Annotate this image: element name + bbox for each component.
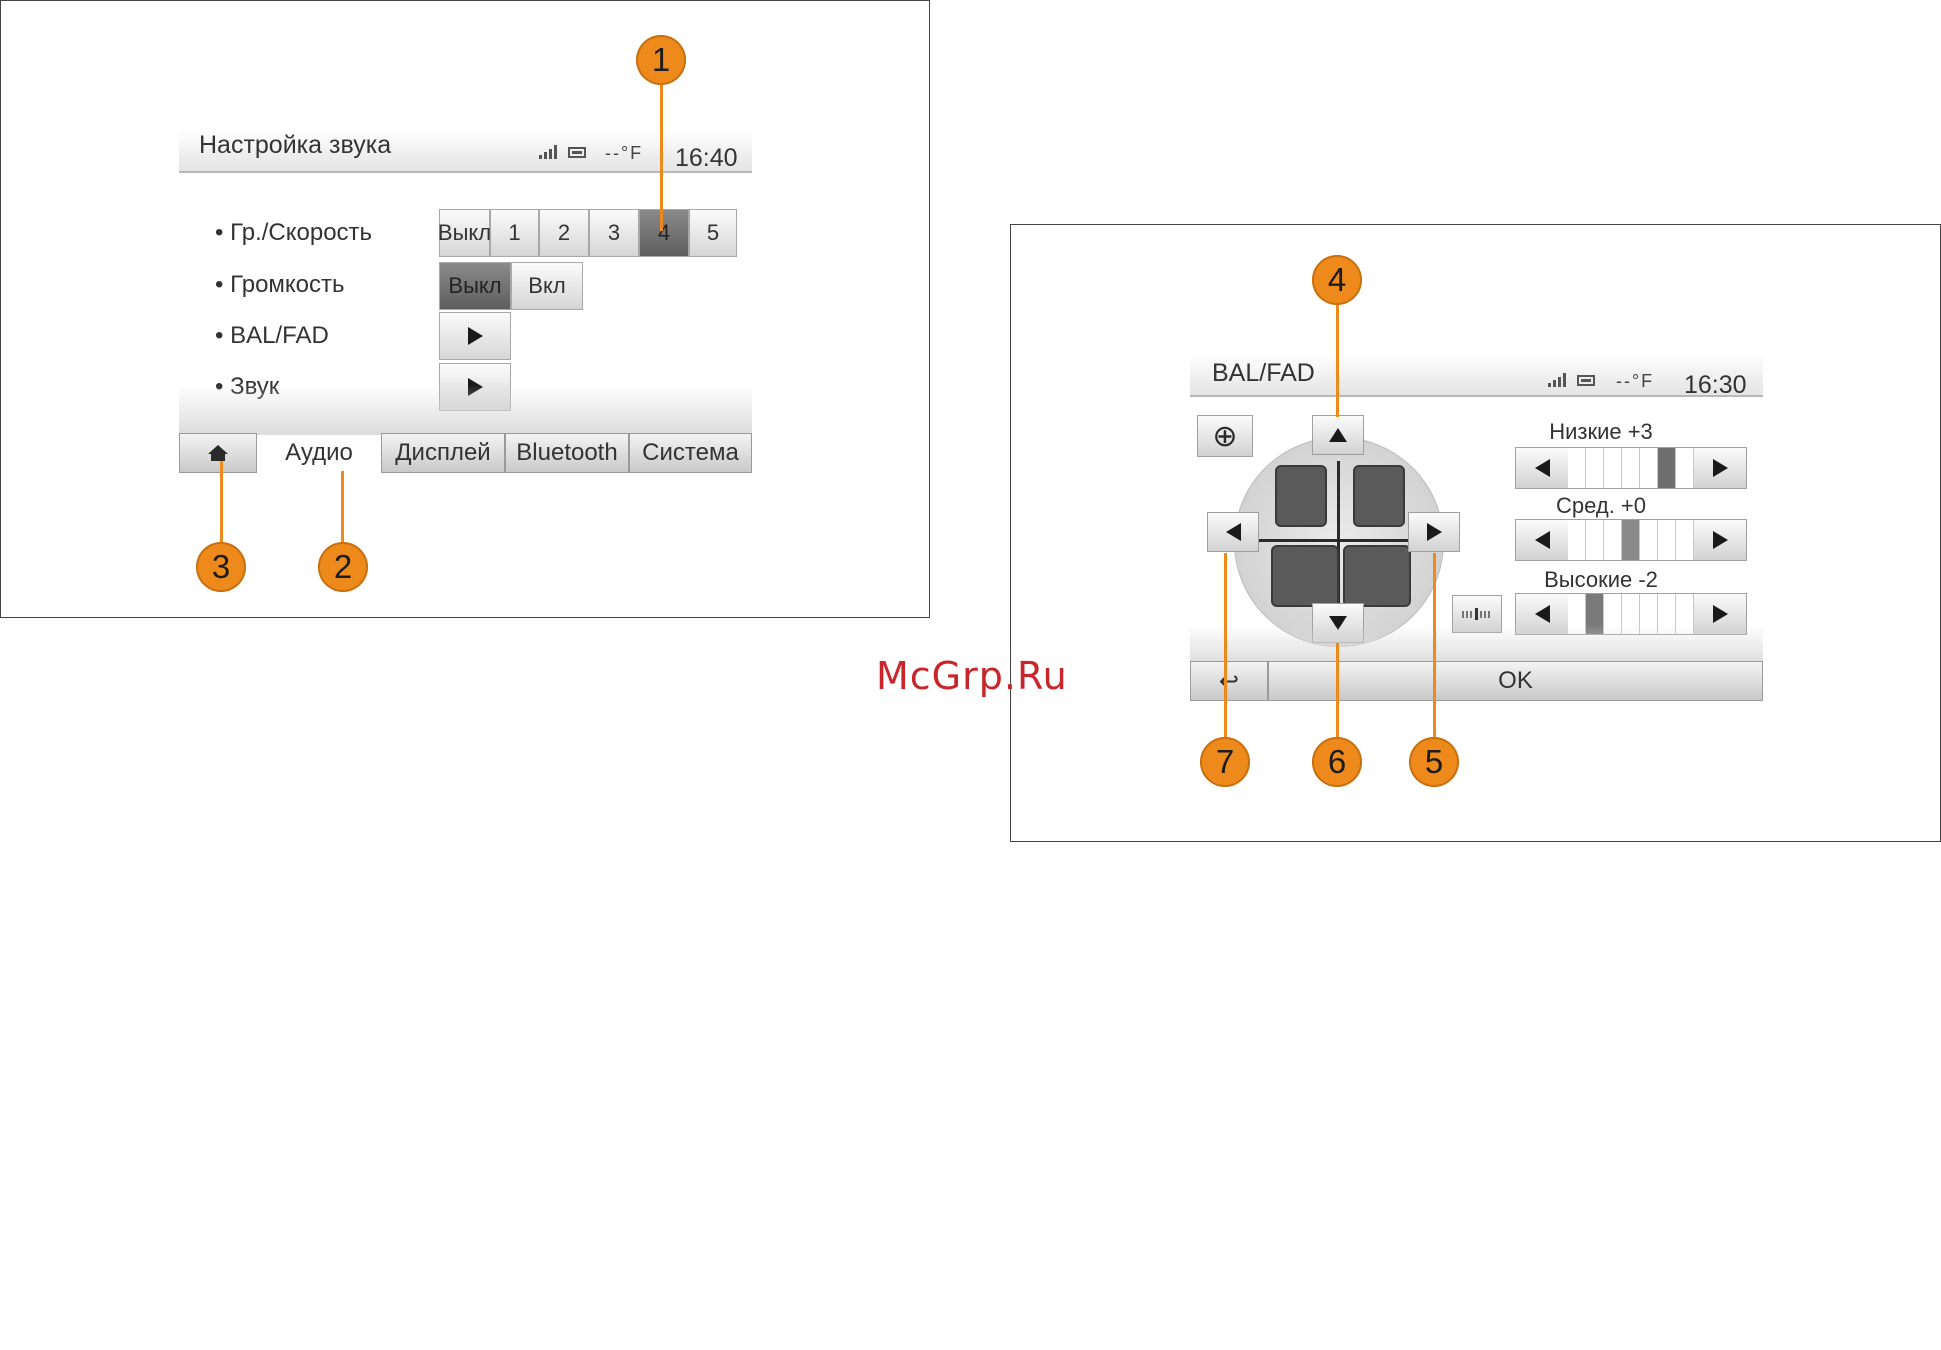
tabbar-shade: [179, 385, 752, 435]
arrow-right-icon: [1713, 459, 1728, 477]
bottom-tab-bar: Аудио Дисплей Bluetooth Система: [179, 433, 752, 473]
speed-option-3[interactable]: 3: [589, 209, 639, 257]
battery-icon: [1577, 375, 1595, 386]
eq-treble-label: Высокие -2: [1511, 567, 1691, 593]
tab-display[interactable]: Дисплей: [381, 433, 505, 473]
clock: 16:30: [1684, 371, 1747, 400]
callout-2: 2: [318, 542, 368, 592]
back-icon: ↩: [1219, 667, 1239, 695]
speed-selector: Выкл 1 2 3 4 5: [439, 209, 737, 257]
play-icon: [468, 327, 483, 345]
speed-option-4[interactable]: 4: [639, 209, 689, 257]
arrow-right-icon: [1427, 523, 1442, 541]
callout-leader: [341, 471, 344, 551]
signal-icon: [539, 145, 557, 159]
signal-icon: [1548, 373, 1566, 387]
eq-bass-track[interactable]: [1568, 448, 1694, 488]
callout-leader: [1224, 553, 1227, 753]
callout-1: 1: [636, 35, 686, 85]
page-title: Настройка звука: [199, 131, 391, 160]
volume-option-off[interactable]: Выкл: [439, 262, 511, 310]
balfad-open-button[interactable]: [439, 312, 511, 360]
cross-divider: [1258, 539, 1418, 542]
ok-button[interactable]: OK: [1268, 661, 1763, 701]
callout-leader: [660, 85, 663, 231]
balance-left-button[interactable]: [1207, 512, 1259, 552]
eq-mid-increase-button[interactable]: [1694, 520, 1746, 560]
eq-bass-decrease-button[interactable]: [1516, 448, 1568, 488]
callout-4: 4: [1312, 255, 1362, 305]
eq-bass-increase-button[interactable]: [1694, 448, 1746, 488]
row-label-balfad: • BAL/FAD: [215, 322, 329, 350]
arrow-left-icon: [1535, 459, 1550, 477]
rear-right-seat-icon: [1343, 545, 1411, 607]
back-button[interactable]: ↩: [1190, 661, 1268, 701]
home-icon: [207, 444, 229, 462]
speed-option-2[interactable]: 2: [539, 209, 589, 257]
callout-leader: [1336, 295, 1339, 417]
callout-6: 6: [1312, 737, 1362, 787]
center-balance-button[interactable]: ⊕: [1197, 415, 1253, 457]
bottom-bar-shade: [1190, 625, 1763, 665]
speed-option-5[interactable]: 5: [689, 209, 737, 257]
battery-icon: [568, 147, 586, 158]
speed-option-1[interactable]: 1: [490, 209, 539, 257]
eq-mid-label: Сред. +0: [1511, 493, 1691, 519]
equalizer-reset-icon: [1460, 607, 1494, 621]
fader-up-button[interactable]: [1312, 415, 1364, 455]
tab-bluetooth[interactable]: Bluetooth: [505, 433, 629, 473]
arrow-left-icon: [1535, 605, 1550, 623]
front-left-seat-icon: [1275, 465, 1327, 527]
callout-leader: [1433, 553, 1436, 753]
bottom-bar: ↩ OK: [1190, 661, 1763, 701]
row-label-speed: • Гр./Скорость: [215, 219, 372, 247]
volume-selector: Выкл Вкл: [439, 262, 583, 310]
arrow-right-icon: [1713, 531, 1728, 549]
arrow-left-icon: [1226, 523, 1241, 541]
balance-right-button[interactable]: [1408, 512, 1460, 552]
callout-3: 3: [196, 542, 246, 592]
row-label-volume: • Громкость: [215, 271, 345, 299]
crosshair-icon: ⊕: [1212, 419, 1237, 454]
callout-7: 7: [1200, 737, 1250, 787]
arrow-right-icon: [1713, 605, 1728, 623]
screen-audio-settings: Настройка звука --°F 16:40 • Гр./Скорост…: [0, 0, 930, 618]
callout-leader: [220, 461, 223, 551]
eq-mid-track[interactable]: [1568, 520, 1694, 560]
rear-left-seat-icon: [1271, 545, 1339, 607]
watermark: McGrp.Ru: [876, 654, 1068, 698]
temperature: --°F: [1616, 371, 1654, 392]
page-title: BAL/FAD: [1212, 359, 1315, 388]
eq-bass-label: Низкие +3: [1511, 419, 1691, 445]
tab-audio[interactable]: Аудио: [257, 433, 381, 473]
speed-option-off[interactable]: Выкл: [439, 209, 490, 257]
clock: 16:40: [675, 144, 738, 173]
arrow-left-icon: [1535, 531, 1550, 549]
screen-balfad: BAL/FAD --°F 16:30 ⊕ Низкие +3 Сред. +0 …: [1010, 224, 1941, 842]
tab-system[interactable]: Система: [629, 433, 752, 473]
eq-mid-decrease-button[interactable]: [1516, 520, 1568, 560]
eq-mid-slider: [1515, 519, 1747, 561]
home-button[interactable]: [179, 433, 257, 473]
callout-5: 5: [1409, 737, 1459, 787]
front-right-seat-icon: [1353, 465, 1405, 527]
eq-bass-slider: [1515, 447, 1747, 489]
temperature: --°F: [605, 143, 643, 164]
arrow-up-icon: [1329, 428, 1347, 442]
volume-option-on[interactable]: Вкл: [511, 262, 583, 310]
